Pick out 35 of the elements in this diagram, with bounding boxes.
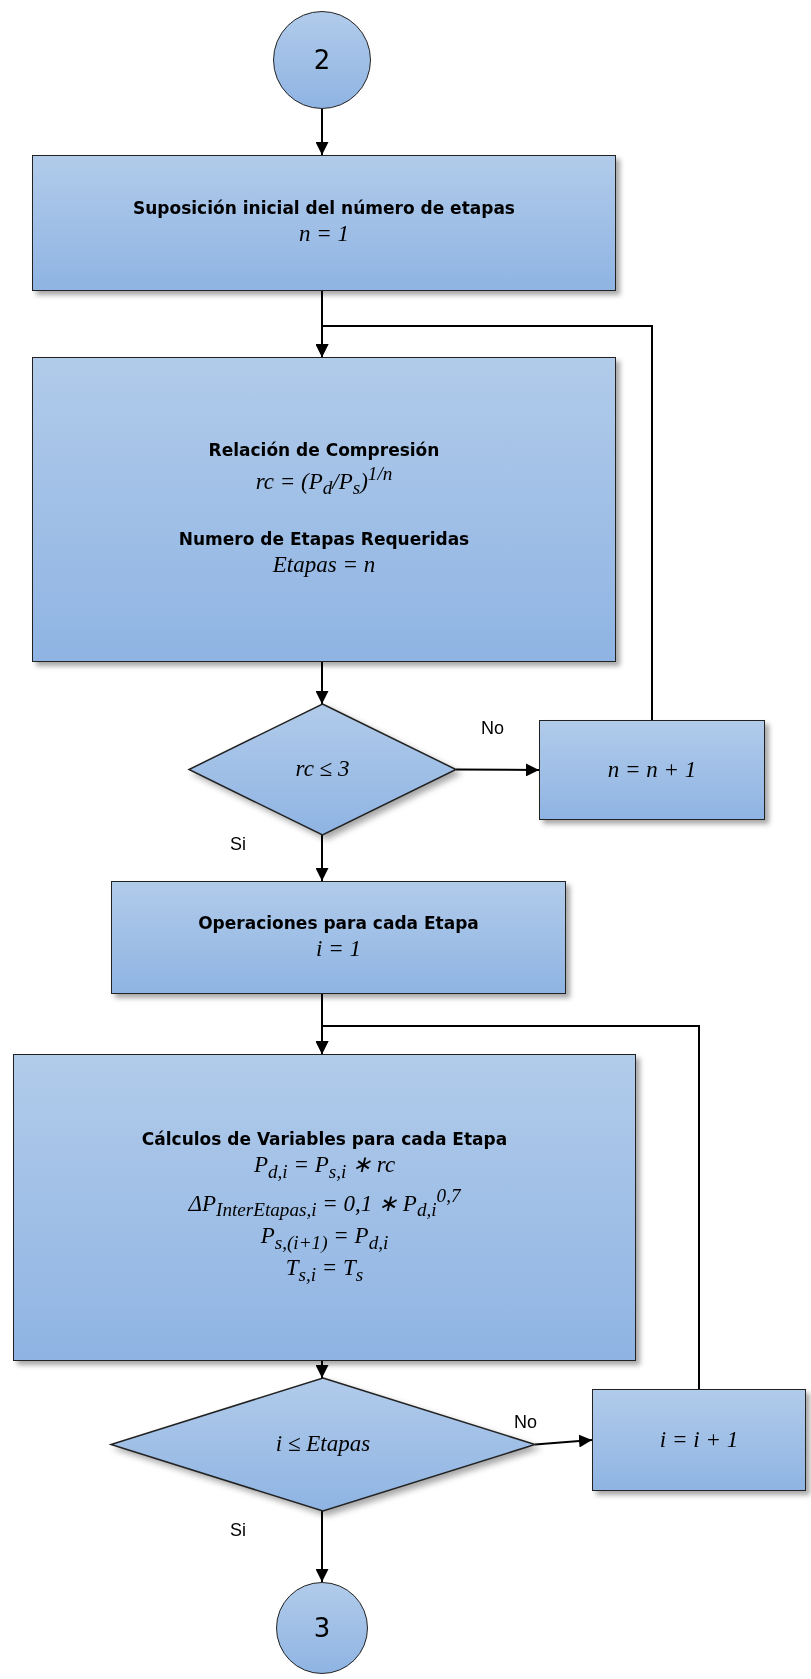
arrow [534, 1434, 593, 1448]
formula: P$_{d,i}$ = P$_{s,i}$ ∗ rc [253, 1151, 396, 1184]
formula: n = 1 [299, 220, 349, 249]
formula: T$_{s,i}$ = T$_{s}$ [285, 1254, 364, 1287]
process-box [32, 155, 616, 291]
formula: i ≤ Etapas [275, 1430, 371, 1459]
arrow [455, 763, 540, 777]
formula: i = 1 [316, 934, 361, 963]
step-title: Relación de Compresión [208, 439, 440, 462]
formula: P$_{s,(i+1)}$ = P$_{d,i}$ [260, 1221, 389, 1255]
arrow [315, 1025, 700, 1390]
step-title: Cálculos de Variables para cada Etapa [141, 1128, 508, 1152]
decision-diamond [111, 1378, 535, 1511]
step-title: Suposición inicial del número de etapas [133, 197, 515, 221]
formula: rc ≤ 3 [295, 755, 350, 784]
connector-number: 3 [313, 1613, 331, 1643]
formula: Etapas = n [272, 551, 376, 580]
arrow [315, 1360, 329, 1379]
arrow [315, 1510, 329, 1583]
arrow [315, 108, 329, 156]
formula: n = n + 1 [607, 755, 697, 784]
process-box [32, 357, 616, 662]
decision-diamond [189, 704, 456, 835]
arrow [315, 834, 329, 882]
step-title: Operaciones para cada Etapa [198, 911, 479, 935]
arrow [315, 661, 329, 705]
process-box [592, 1389, 806, 1491]
step-title: Numero de Etapas Requeridas [178, 528, 470, 552]
process-box [539, 720, 765, 820]
process-box [111, 881, 566, 994]
connector-number: 2 [313, 45, 331, 75]
formula: i = i + 1 [659, 1425, 739, 1454]
formula: rc = (P$_{d}$/P$_{s}$)$^{1/n}$ [255, 462, 393, 501]
arrow [315, 325, 653, 721]
process-box [13, 1054, 636, 1361]
